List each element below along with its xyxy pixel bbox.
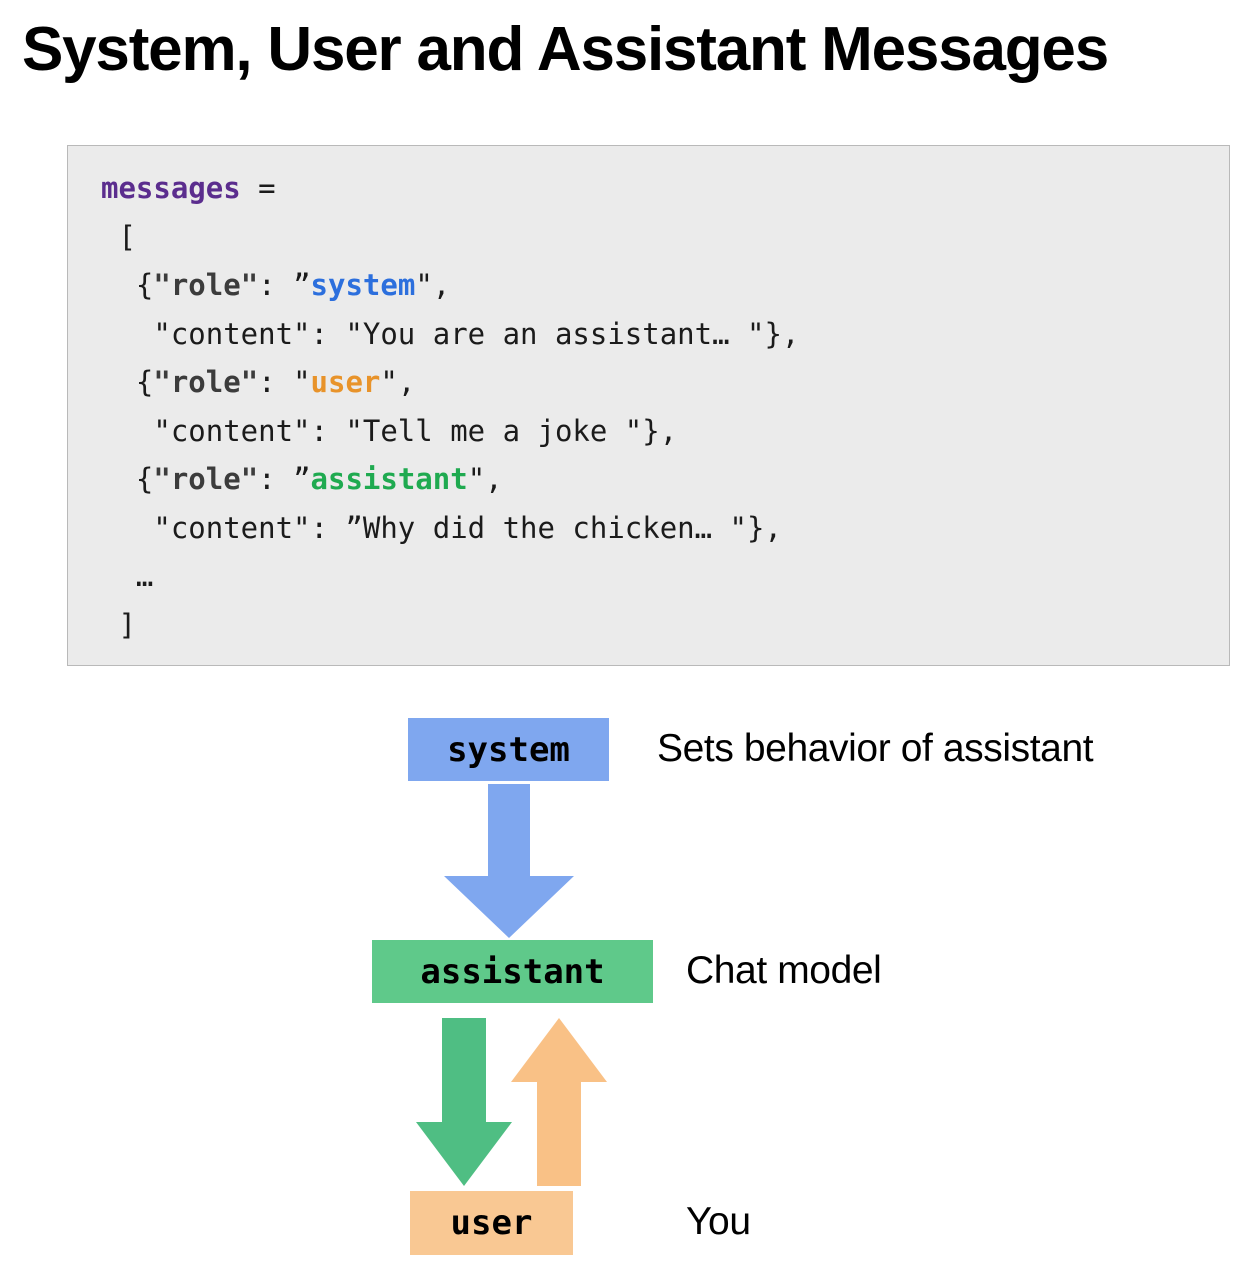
code-block: messages = [ {"role": ”system", "content… <box>67 145 1230 666</box>
code-token-var: messages <box>101 171 241 205</box>
code-token-plain: : <box>258 462 294 496</box>
diagram-label-assistant: Chat model <box>686 949 882 992</box>
line-role-system: {"role": ”system", <box>101 261 799 310</box>
line-content-user: "content": "Tell me a joke "}, <box>101 407 799 456</box>
line-role-user: {"role": "user", <box>101 358 799 407</box>
line-open-bracket: [ <box>101 213 799 262</box>
code-token-plain: ", <box>380 365 416 399</box>
code-token-plain: "content": ”Why did the chicken… "}, <box>101 510 782 545</box>
code-token-plain: [ <box>101 219 136 254</box>
code-token-plain: { <box>101 268 154 302</box>
code-token-key: "role" <box>153 268 259 302</box>
line-close-bracket: ] <box>101 601 799 650</box>
line-content-system: "content": "You are an assistant… "}, <box>101 310 799 359</box>
code-lines: messages = [ {"role": ”system", "content… <box>101 164 799 649</box>
arrow-user-to-assistant-icon <box>511 1018 607 1186</box>
code-token-plain: ", <box>415 268 451 302</box>
code-token-plain: "content": "Tell me a joke "}, <box>101 413 678 448</box>
code-token-plain: : <box>258 268 294 302</box>
code-token-key: "role" <box>153 462 259 496</box>
code-token-plain: { <box>101 462 154 496</box>
code-token-plain: { <box>101 365 154 399</box>
line-content-assistant: "content": ”Why did the chicken… "}, <box>101 504 799 553</box>
code-token-user: user <box>310 365 381 399</box>
code-token-plain: = <box>240 171 276 205</box>
arrow-system-to-assistant-icon <box>444 784 574 938</box>
diagram-label-system: Sets behavior of assistant <box>657 727 1094 770</box>
code-token-plain: : " <box>258 365 311 399</box>
code-token-system: system <box>310 268 416 302</box>
code-token-plain: … <box>101 559 154 593</box>
code-token-assistant: assistant <box>310 462 468 496</box>
diagram-node-system[interactable]: system <box>408 718 609 781</box>
page-title: System, User and Assistant Messages <box>22 15 1109 84</box>
line-assign: messages = <box>101 164 799 213</box>
code-token-plain: ", <box>467 462 503 496</box>
code-token-plain: ] <box>101 607 136 642</box>
line-ellipsis: … <box>101 552 799 601</box>
code-token-plain: ” <box>293 268 311 302</box>
diagram-label-user: You <box>686 1200 751 1243</box>
code-token-plain: "content": "You are an assistant… "}, <box>101 316 800 351</box>
diagram-node-user[interactable]: user <box>410 1191 573 1255</box>
arrow-assistant-to-user-icon <box>416 1018 512 1186</box>
line-role-assistant: {"role": ”assistant", <box>101 455 799 504</box>
code-token-key: "role" <box>153 365 259 399</box>
code-token-plain: ” <box>293 462 311 496</box>
diagram-node-assistant[interactable]: assistant <box>372 940 653 1003</box>
